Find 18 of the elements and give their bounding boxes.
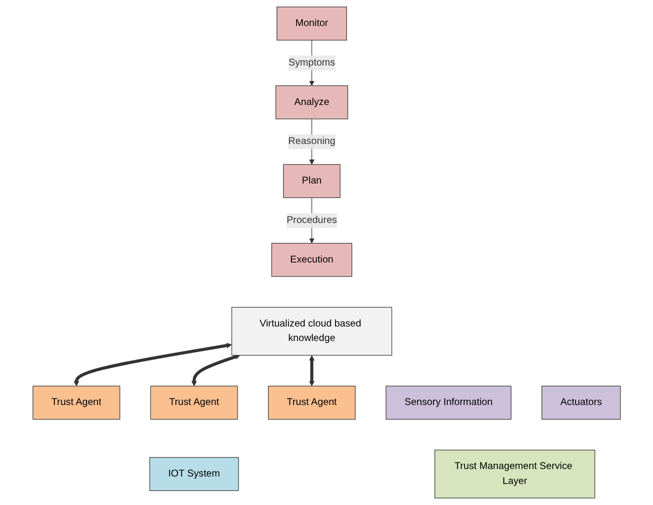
node-box: Execution xyxy=(271,242,352,277)
node-box: Monitor xyxy=(276,6,347,40)
arrow xyxy=(74,342,232,386)
node-box: Trust Agent xyxy=(268,386,356,420)
node-box: Sensory Information xyxy=(386,386,512,420)
node-box: Actuators xyxy=(541,386,621,420)
edge-label: Symptoms xyxy=(288,57,335,68)
node-box: Trust Agent xyxy=(32,386,120,420)
node-box: IOT System xyxy=(149,457,239,491)
node-box: Trust Management Service Layer xyxy=(434,450,595,498)
arrow xyxy=(308,355,314,386)
arrow xyxy=(191,354,240,386)
node-box: Plan xyxy=(283,164,340,198)
edge-label: Procedures xyxy=(286,214,337,226)
node-box: Trust Agent xyxy=(150,386,238,420)
edge-label: Reasoning xyxy=(288,136,336,147)
node-box: Virtualized cloud based knowledge xyxy=(231,306,392,356)
node-box: Analyze xyxy=(275,85,348,120)
